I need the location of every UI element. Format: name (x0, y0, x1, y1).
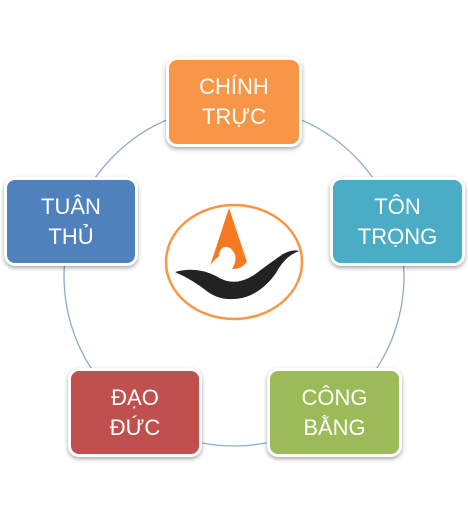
node-dao-duc: ĐẠO ĐỨC (68, 368, 202, 457)
logo-frame (164, 203, 304, 321)
node-chinh-truc: CHÍNH TRỰC (166, 57, 302, 147)
node-label-line2: ĐỨC (109, 414, 161, 440)
node-label-line2: BẰNG (303, 414, 366, 440)
node-label-line1: CÔNG (301, 384, 368, 410)
center-logo (164, 203, 304, 321)
node-label-line2: THỦ (48, 223, 94, 249)
node-cong-bang: CÔNG BẰNG (267, 368, 402, 457)
logo-dark-wave (175, 250, 299, 300)
node-label-line1: ĐẠO (111, 384, 159, 410)
node-ton-trong: TÔN TRỌNG (330, 177, 465, 266)
node-tuan-thu: TUÂN THỦ (4, 177, 138, 266)
node-label-line2: TRỌNG (357, 223, 438, 249)
logo-orange-triangle (210, 208, 247, 270)
node-label-line1: CHÍNH (199, 74, 269, 99)
node-label-line2: TRỰC (201, 104, 266, 129)
node-label-line1: TUÂN (41, 193, 101, 219)
node-label-line1: TÔN (374, 193, 421, 219)
